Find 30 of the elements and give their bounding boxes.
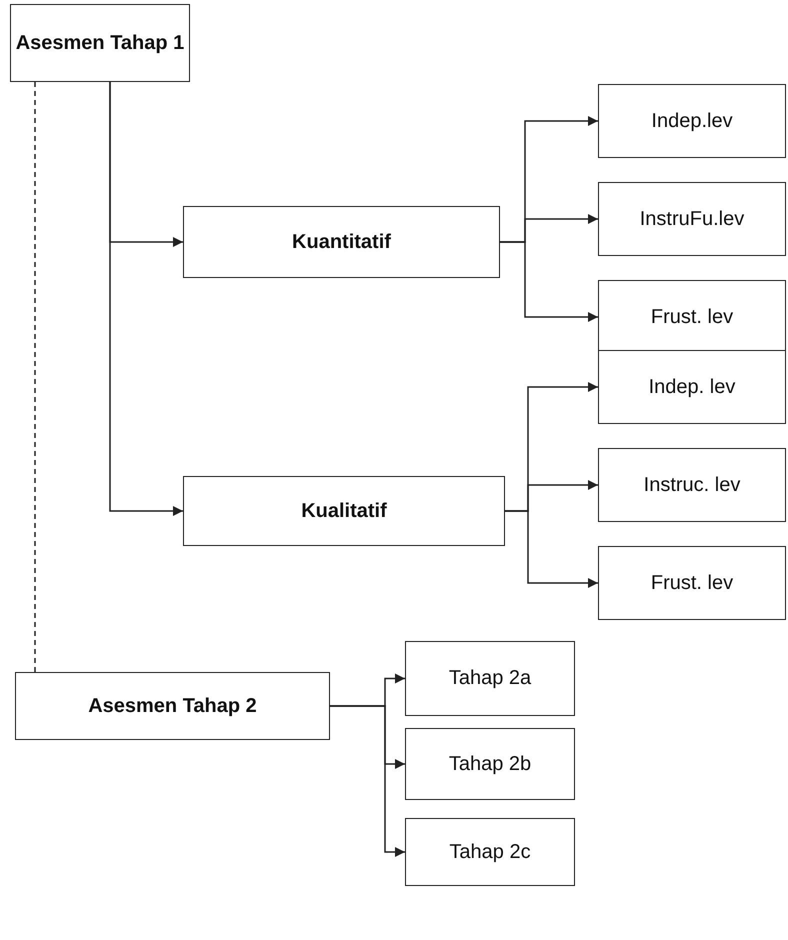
stage-box <box>10 4 190 82</box>
step-box <box>405 728 575 800</box>
box-label: Instruc. lev <box>644 474 740 496</box>
level-box <box>598 448 786 522</box>
box-label: Indep. lev <box>648 376 736 398</box>
stage-box <box>15 672 330 740</box>
box-label: Tahap 2c <box>449 840 531 864</box>
arrow <box>109 82 183 516</box>
box-label: Asesmen Tahap 1 <box>16 32 184 54</box>
step-box <box>405 818 575 886</box>
box-label: Indep.lev <box>651 110 733 132</box>
level-box <box>598 182 786 256</box>
box-label: Kuantitatif <box>292 230 391 254</box>
box-label: Asesmen Tahap 2 <box>88 694 257 718</box>
dashed-connector <box>34 82 36 672</box>
level-box <box>598 350 786 424</box>
arrow <box>500 241 598 322</box>
box-label: Kualitatif <box>301 500 387 522</box>
step-box <box>405 641 575 716</box>
category-box <box>183 206 500 278</box>
arrow <box>505 510 598 588</box>
level-box <box>598 84 786 158</box>
box-label: Frust. lev <box>650 306 734 328</box>
box-label: Tahap 2a <box>448 667 532 690</box>
level-box <box>598 546 786 620</box>
category-box <box>183 476 505 546</box>
arrow <box>330 705 405 857</box>
box-label: Tahap 2b <box>448 752 532 776</box>
box-label: InstruFu.lev <box>640 208 744 230</box>
box-label: Frust. lev <box>650 572 734 594</box>
